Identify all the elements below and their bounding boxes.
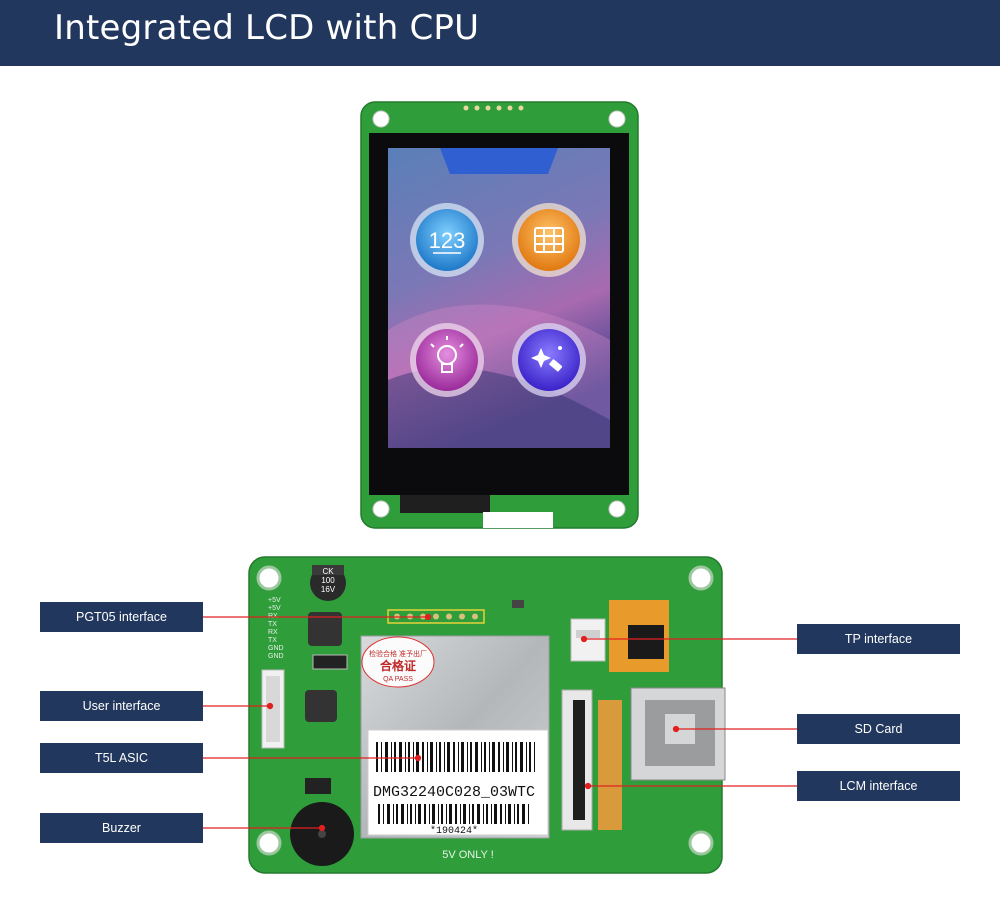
svg-text:QA PASS: QA PASS bbox=[383, 676, 413, 683]
pcb-board-back: CK 100 16V +5V +5V RX TX RX TX GND GND bbox=[248, 556, 726, 874]
svg-text:*190424*: *190424* bbox=[430, 825, 478, 837]
svg-text:合格证: 合格证 bbox=[380, 658, 416, 673]
svg-text:+5V: +5V bbox=[268, 605, 281, 612]
svg-text:5V ONLY !: 5V ONLY ! bbox=[442, 849, 494, 861]
svg-text:+5V: +5V bbox=[268, 597, 281, 604]
svg-text:TX: TX bbox=[268, 637, 277, 644]
magic-app-icon bbox=[512, 323, 586, 397]
keyboard-app-icon bbox=[512, 203, 586, 277]
label-buzzer: Buzzer bbox=[40, 813, 203, 843]
lcm-connector bbox=[561, 689, 622, 831]
numeric-app-icon: 123 bbox=[410, 203, 484, 277]
label-lcm-interface: LCM interface bbox=[797, 771, 960, 801]
bulb-app-icon bbox=[410, 323, 484, 397]
lcd-module-front: 123 bbox=[360, 101, 639, 529]
svg-text:检验合格 准予出厂: 检验合格 准予出厂 bbox=[369, 649, 427, 658]
label-t5l-asic: T5L ASIC bbox=[40, 743, 203, 773]
sd-card-slot bbox=[630, 687, 726, 781]
header-bar: Integrated LCD with CPU bbox=[0, 0, 1000, 66]
svg-text:16V: 16V bbox=[321, 585, 336, 594]
label-user-interface: User interface bbox=[40, 691, 203, 721]
pgt05-pads bbox=[387, 609, 485, 624]
capacitor: CK 100 16V bbox=[310, 565, 346, 601]
t5l-shield: 检验合格 准予出厂 合格证 QA PASS bbox=[360, 635, 550, 839]
page-title: Integrated LCD with CPU bbox=[54, 8, 480, 48]
leader-lines bbox=[203, 613, 797, 832]
svg-text:CK: CK bbox=[322, 567, 334, 576]
svg-text:123: 123 bbox=[429, 228, 466, 253]
lcd-screen bbox=[388, 148, 610, 448]
svg-text:RX: RX bbox=[268, 629, 278, 636]
svg-text:GND: GND bbox=[268, 653, 284, 660]
barcode-bottom bbox=[378, 804, 529, 824]
label-pgt05-interface: PGT05 interface bbox=[40, 602, 203, 632]
svg-text:DMG32240C028_03WTC: DMG32240C028_03WTC bbox=[373, 784, 535, 801]
tp-connector bbox=[570, 600, 669, 672]
svg-text:TX: TX bbox=[268, 621, 277, 628]
label-tp-interface: TP interface bbox=[797, 624, 960, 654]
connector-pins bbox=[463, 105, 524, 111]
label-sd-card: SD Card bbox=[797, 714, 960, 744]
svg-text:100: 100 bbox=[321, 576, 335, 585]
svg-text:GND: GND bbox=[268, 645, 284, 652]
user-connector bbox=[261, 669, 285, 749]
buzzer bbox=[290, 802, 354, 866]
